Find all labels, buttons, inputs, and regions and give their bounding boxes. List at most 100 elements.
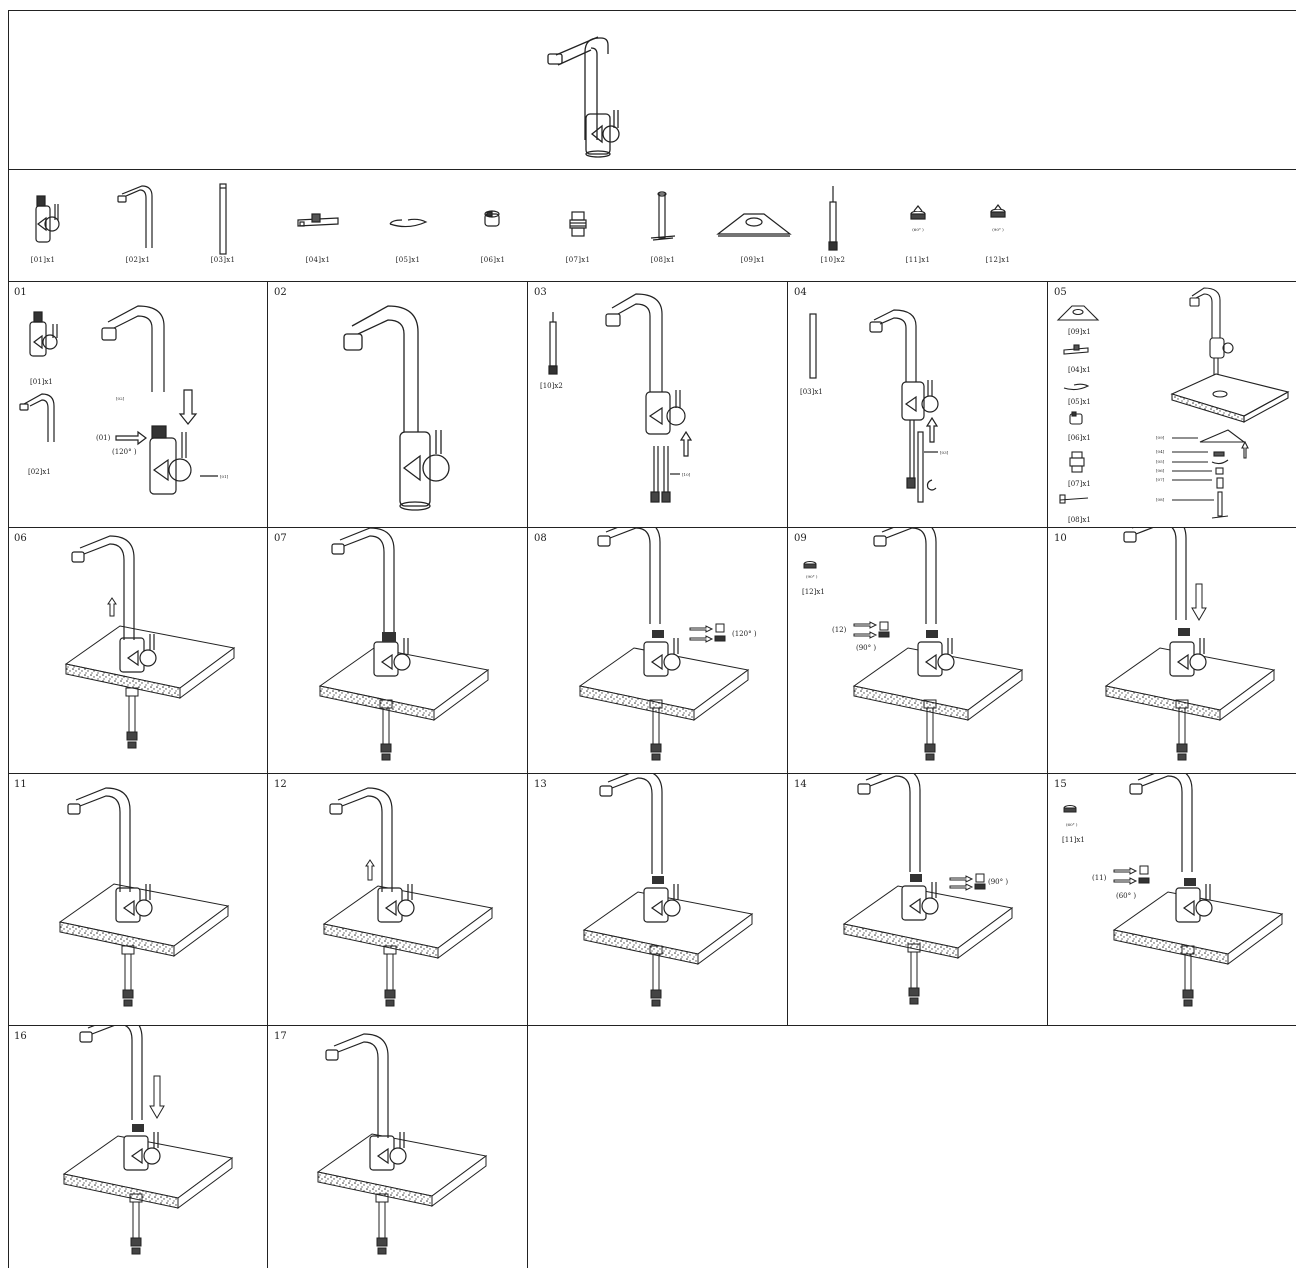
- step-15: 15 (60° ) [11]x1 (11) (60° ): [1048, 774, 1296, 1026]
- step-number: 11: [14, 779, 27, 790]
- angle-label: (120° ): [732, 630, 757, 638]
- empty-area: [528, 1026, 1296, 1268]
- callout: [04]: [1156, 449, 1165, 454]
- part-label: [07]x1: [565, 256, 591, 264]
- spout-icon: [117, 185, 153, 248]
- step-illustration: [323, 787, 493, 1007]
- step-illustration: [1063, 774, 1283, 1007]
- part-label: [04]x1: [305, 256, 331, 264]
- callout: (11): [1092, 874, 1107, 882]
- part-10: [10]x2: [803, 170, 863, 282]
- callout: [03]: [940, 450, 949, 455]
- parts-list: [01]x1 [02]x1 [03]x1 [04]x1 [05]x1 [06]x…: [8, 170, 1296, 282]
- step-number: 07: [274, 533, 287, 544]
- step-01: 01 [01]x1 [02]x1 [02] (01) (120° ) [01]: [8, 282, 268, 528]
- part-caption: [04]x1: [1068, 366, 1091, 374]
- step-illustration: [317, 1033, 487, 1255]
- step-illustration: [63, 1026, 233, 1255]
- part-caption: [08]x1: [1068, 516, 1091, 524]
- washer-90-icon: [990, 204, 1006, 218]
- part-06: [06]x1: [463, 170, 523, 282]
- step-number: 14: [794, 779, 807, 790]
- rod-icon: [219, 183, 227, 255]
- part-04: [04]x1: [288, 170, 348, 282]
- callout: (12): [832, 626, 847, 634]
- step-number: 17: [274, 1031, 287, 1042]
- part-label: [11]x1: [905, 256, 931, 264]
- step-14: 14 (90° ): [788, 774, 1048, 1026]
- part-caption: [01]x1: [30, 378, 53, 386]
- part-02: [02]x1: [108, 170, 168, 282]
- part-sub: (90° ): [992, 227, 1004, 232]
- step-04: 04 [03]x1 [03]: [788, 282, 1048, 528]
- step-16: 16: [8, 1026, 268, 1268]
- step-09: 09 (90° ) [12]x1 (12) (90° ): [788, 528, 1048, 774]
- part-caption: [12]x1: [802, 588, 825, 596]
- nut-icon: [484, 210, 500, 227]
- step-number: 09: [794, 533, 807, 544]
- step-number: 12: [274, 779, 287, 790]
- step-illustration: [65, 535, 235, 749]
- step-number: 10: [1054, 533, 1067, 544]
- step-illustration: [1105, 528, 1275, 761]
- part-label: [08]x1: [650, 256, 676, 264]
- part-sub: (60° ): [912, 227, 924, 232]
- angle-label: (120° ): [112, 448, 137, 456]
- step-number: 13: [534, 779, 547, 790]
- angle-label: (90° ): [988, 878, 1009, 886]
- part-caption: [02]x1: [28, 468, 51, 476]
- threaded-adapter-icon: [569, 211, 587, 237]
- step-03: 03 [10]x2 [10]: [528, 282, 788, 528]
- step-illustration: [19, 305, 218, 495]
- step-number: 01: [14, 287, 27, 298]
- step-02: 02: [268, 282, 528, 528]
- part-label: [02]x1: [125, 256, 151, 264]
- part-caption: [07]x1: [1068, 480, 1091, 488]
- base-plate-icon: [716, 213, 792, 237]
- step-illustration: [343, 305, 450, 511]
- part-caption: [11]x1: [1062, 836, 1085, 844]
- page-frame: [8, 10, 1296, 1268]
- part-label: [05]x1: [395, 256, 421, 264]
- callout: [09]: [1156, 435, 1165, 440]
- hose-icon: [828, 186, 838, 251]
- step-number: 05: [1054, 287, 1067, 298]
- angle-label: (90° ): [856, 644, 877, 652]
- step-illustration: [59, 787, 229, 1007]
- step-05: 05 [09]x1 [0: [1048, 282, 1296, 528]
- callout: [01]: [220, 474, 229, 479]
- step-number: 06: [14, 533, 27, 544]
- step-illustration: [1056, 287, 1290, 519]
- part-label: [01]x1: [30, 256, 56, 264]
- step-07: 07: [268, 528, 528, 774]
- part-caption: [09]x1: [1068, 328, 1091, 336]
- part-caption: [06]x1: [1068, 434, 1091, 442]
- angle-label: (60° ): [1116, 892, 1137, 900]
- step-number: 03: [534, 287, 547, 298]
- step-11: 11: [8, 774, 268, 1026]
- callout: (01): [96, 434, 111, 442]
- step-illustration: [843, 774, 1013, 1005]
- part-label: [09]x1: [740, 256, 766, 264]
- part-01: [01]x1: [18, 170, 68, 282]
- part-label: [12]x1: [985, 256, 1011, 264]
- step-08: 08 (120° ): [528, 528, 788, 774]
- bracket-icon: [297, 213, 339, 227]
- part-caption: [10]x2: [540, 382, 563, 390]
- part-11: (60° ) [11]x1: [888, 170, 948, 282]
- step-13: 13: [528, 774, 788, 1026]
- callout: [06]: [1156, 468, 1165, 473]
- horseshoe-washer-icon: [389, 218, 428, 228]
- step-illustration: [809, 309, 939, 503]
- step-number: 16: [14, 1031, 27, 1042]
- callout: [05]: [1156, 459, 1165, 464]
- step-illustration: [579, 528, 749, 761]
- part-03: [03]x1: [198, 170, 248, 282]
- header-product-illustration: [8, 10, 1296, 170]
- callout: [10]: [682, 472, 691, 477]
- part-sub: (60° ): [1066, 822, 1078, 827]
- part-sub: (90° ): [806, 574, 818, 579]
- step-illustration: [583, 774, 753, 1007]
- step-12: 12: [268, 774, 528, 1026]
- washer-60-icon: [910, 205, 926, 220]
